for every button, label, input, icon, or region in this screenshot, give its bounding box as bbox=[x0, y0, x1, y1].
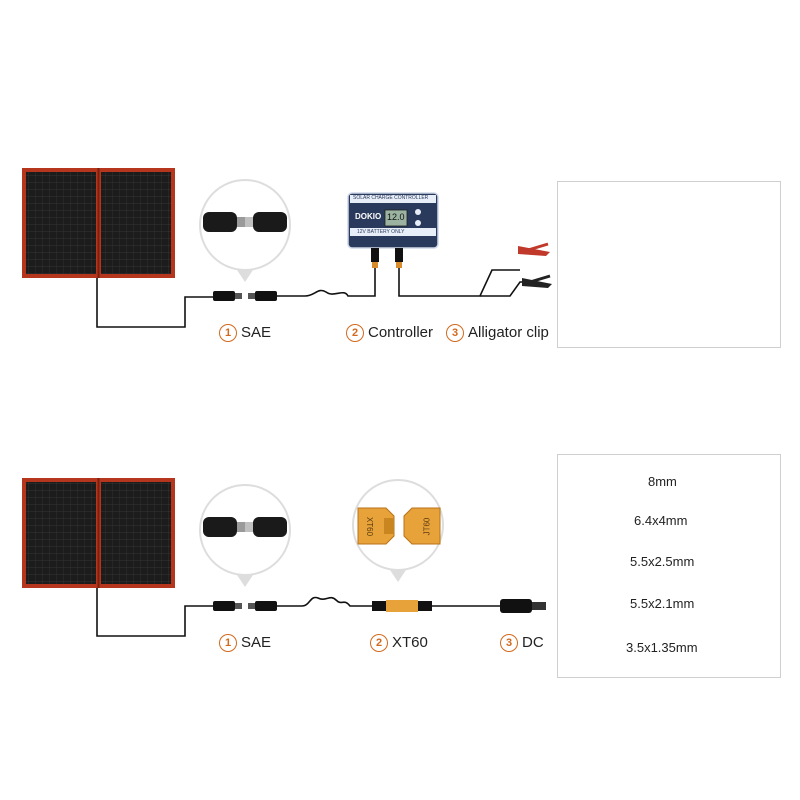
plug-size-3.5x1.35mm: 3.5x1.35mm bbox=[626, 640, 698, 655]
battery-gel-label: GEL bbox=[584, 310, 613, 326]
sae-plug-top bbox=[213, 291, 277, 301]
solar-panel-bottom bbox=[22, 478, 175, 588]
step-text: SAE bbox=[241, 324, 272, 341]
sae-magnifier-bottom bbox=[199, 484, 291, 587]
xt60-plug-bottom bbox=[372, 600, 432, 612]
battery-agm-label: AGM bbox=[721, 310, 753, 326]
controller-battery-text: 12V BATTERY ONLY bbox=[357, 229, 405, 235]
alligator-clip-black-icon bbox=[522, 274, 552, 288]
controller-display: 12.0 bbox=[387, 212, 405, 222]
xt60-left-text: XT60 bbox=[365, 516, 375, 537]
step-text: XT60 bbox=[392, 634, 428, 651]
dc-plugs-box bbox=[557, 454, 781, 678]
battery-lithium-label: LITHIUM bbox=[713, 221, 761, 235]
step-text: DC bbox=[522, 634, 544, 651]
charge-controller bbox=[347, 192, 439, 268]
step-number: 2 bbox=[346, 324, 364, 342]
solar-panel-top bbox=[22, 168, 175, 278]
plug-size-5.5x2.5mm: 5.5x2.5mm bbox=[630, 554, 695, 569]
step-number: 1 bbox=[219, 324, 237, 342]
controller-brand: DOKIO bbox=[355, 212, 382, 221]
step-number: 2 bbox=[370, 634, 388, 652]
sae-plug-bottom bbox=[213, 601, 277, 611]
plug-size-5.5x2.1mm: 5.5x2.1mm bbox=[630, 596, 695, 611]
xt60-right-text: JT60 bbox=[422, 517, 432, 536]
alligator-clip-red-icon bbox=[518, 242, 550, 256]
cable-bottom-1 bbox=[96, 588, 215, 637]
plug-size-8mm: 8mm bbox=[648, 474, 677, 489]
battery-la-label: LA bbox=[589, 221, 607, 237]
vehicle-label: CAR/RV bbox=[644, 255, 686, 267]
sae-magnifier-top bbox=[199, 179, 291, 282]
step-text: Controller bbox=[368, 324, 434, 341]
cable-top-1 bbox=[96, 278, 215, 328]
step-text: SAE bbox=[241, 634, 272, 651]
step-number: 3 bbox=[446, 324, 464, 342]
controller-title: SOLAR CHARGE CONTROLLER bbox=[353, 195, 429, 201]
step-number: 3 bbox=[500, 634, 518, 652]
step-text: Alligator clip bbox=[468, 324, 549, 341]
xt60-magnifier bbox=[352, 479, 444, 582]
step-number: 1 bbox=[219, 634, 237, 652]
dc-plug-bottom bbox=[500, 599, 546, 613]
battery-types-box bbox=[557, 181, 781, 348]
plug-size-6.4x4mm: 6.4x4mm bbox=[634, 513, 688, 528]
